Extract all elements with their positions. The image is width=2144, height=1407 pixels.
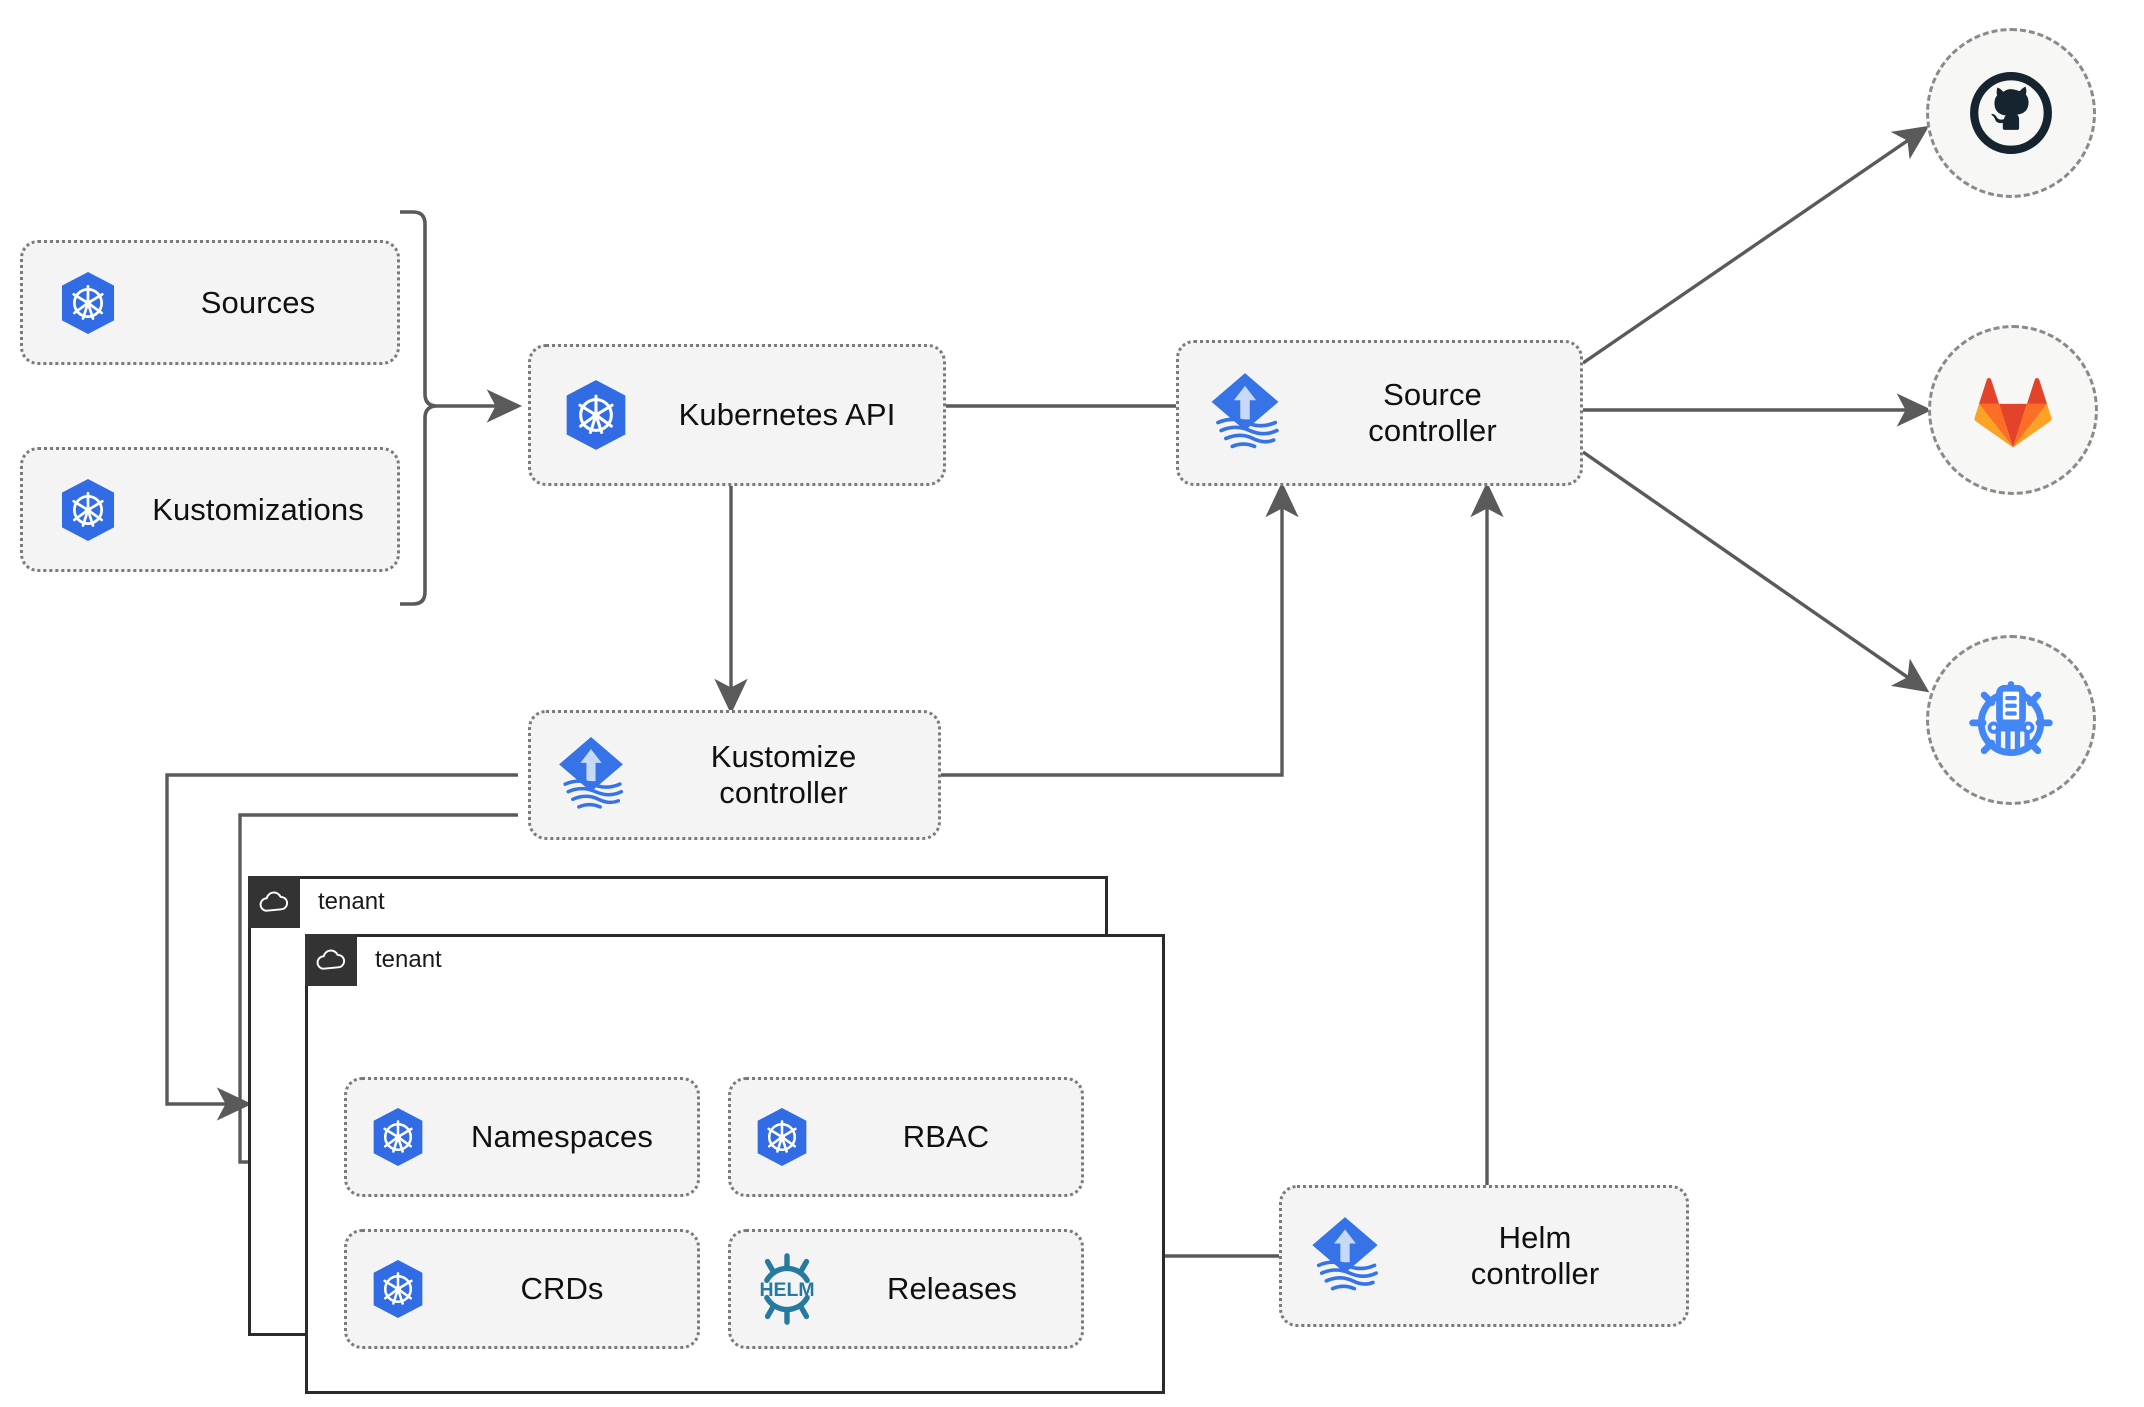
tenant-back-titlebar: tenant xyxy=(248,876,385,928)
tenant-item-namespaces-label: Namespaces xyxy=(471,1119,653,1155)
kubernetes-icon xyxy=(561,378,631,452)
node-kustomize-controller[interactable]: Kustomize controller xyxy=(528,710,941,840)
kubernetes-icon xyxy=(57,477,119,543)
node-source-controller-label: Source controller xyxy=(1368,377,1497,448)
cloud-icon xyxy=(248,876,300,928)
tenant-item-releases[interactable]: HELM Releases xyxy=(728,1229,1084,1349)
node-kubernetes-api-label: Kubernetes API xyxy=(678,397,896,433)
flux-icon xyxy=(1205,370,1285,456)
tenant-item-crds-label: CRDs xyxy=(520,1271,604,1307)
gitlab-icon xyxy=(1974,377,2052,448)
tenant-item-releases-label: Releases xyxy=(886,1271,1018,1307)
node-kustomize-controller-label: Kustomize controller xyxy=(710,739,857,810)
github-icon xyxy=(1970,72,2052,154)
node-kustomizations[interactable]: Kustomizations xyxy=(20,447,400,572)
tenant-front-titlebar: tenant xyxy=(305,934,442,986)
provider-github[interactable] xyxy=(1926,28,2096,198)
svg-text:HELM: HELM xyxy=(759,1279,814,1301)
node-sources[interactable]: Sources xyxy=(20,240,400,365)
tenant-front-body: Namespaces xyxy=(308,989,1162,1391)
node-helm-controller[interactable]: Helm controller xyxy=(1279,1185,1689,1327)
harbor-icon xyxy=(1969,681,2053,756)
node-source-controller[interactable]: Source controller xyxy=(1176,340,1583,486)
kubernetes-icon xyxy=(753,1106,811,1168)
kubernetes-icon xyxy=(57,270,119,336)
tenant-back-label: tenant xyxy=(318,888,385,915)
flux-icon xyxy=(553,734,629,816)
tenant-item-crds[interactable]: CRDs xyxy=(344,1229,700,1349)
provider-harbor[interactable] xyxy=(1926,635,2096,805)
flux-icon xyxy=(1306,1214,1384,1298)
node-helm-controller-label: Helm controller xyxy=(1470,1220,1600,1291)
tenant-front-label: tenant xyxy=(375,946,442,973)
cloud-icon xyxy=(305,934,357,986)
node-sources-label: Sources xyxy=(200,284,316,320)
kubernetes-icon xyxy=(369,1106,427,1168)
node-kubernetes-api[interactable]: Kubernetes API xyxy=(528,344,946,486)
tenant-item-namespaces[interactable]: Namespaces xyxy=(344,1077,700,1197)
helm-icon: HELM xyxy=(751,1253,823,1325)
node-kustomizations-label: Kustomizations xyxy=(152,491,364,527)
tenant-window-front[interactable]: tenant xyxy=(305,934,1165,1394)
tenant-item-rbac[interactable]: RBAC xyxy=(728,1077,1084,1197)
provider-gitlab[interactable] xyxy=(1928,325,2098,495)
tenant-item-rbac-label: RBAC xyxy=(902,1119,990,1155)
kubernetes-icon xyxy=(369,1258,427,1320)
